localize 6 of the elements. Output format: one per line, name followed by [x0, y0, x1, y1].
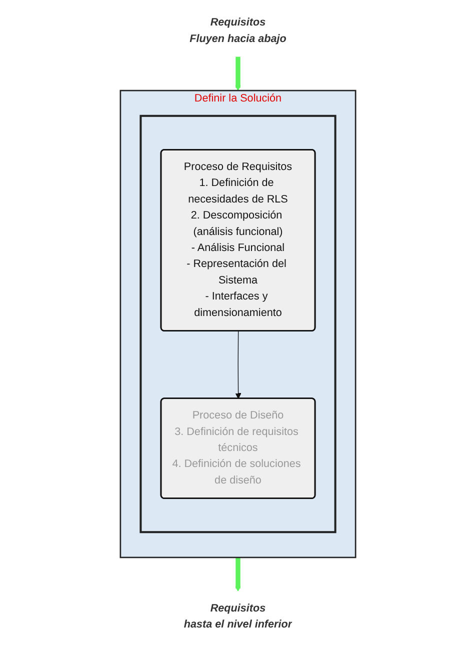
cluster	[140, 114, 336, 534]
arrow	[235, 330, 242, 399]
arrow	[235, 557, 241, 592]
arrow	[235, 56, 241, 91]
node-text: Requisitos hasta el nivel inferior	[184, 602, 292, 630]
node-text: Requisitos Fluyen hacia abajo	[190, 16, 286, 45]
